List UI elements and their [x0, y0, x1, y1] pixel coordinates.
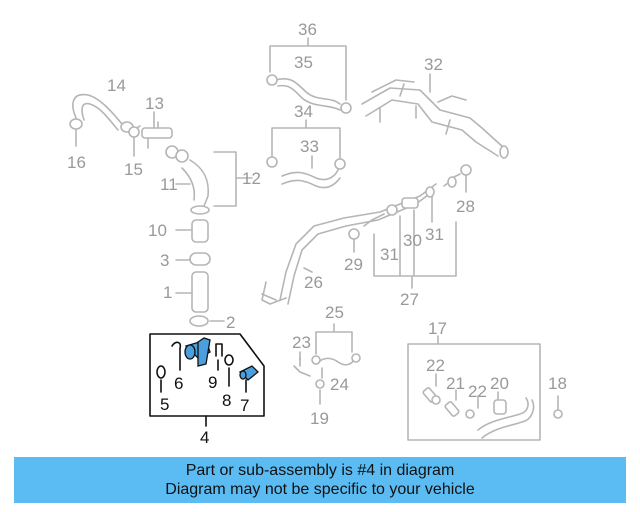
sub-assembly-4-box	[149, 333, 265, 417]
pipe-1-part	[175, 271, 209, 313]
callout-2: 2	[226, 313, 235, 332]
part-5-oring	[156, 365, 166, 379]
callout-7: 7	[240, 396, 249, 415]
callout-26: 26	[304, 273, 323, 292]
banner-line-2: Diagram may not be specific to your vehi…	[165, 481, 475, 498]
pipe-assembly-32-part	[361, 73, 509, 159]
callout-18: 18	[548, 374, 567, 393]
callout-34: 34	[294, 102, 313, 121]
callout-19: 19	[310, 409, 329, 428]
hose-35-part	[266, 74, 352, 114]
callout-23: 23	[292, 333, 311, 352]
callout-5: 5	[160, 395, 169, 414]
callout-22b: 22	[468, 382, 487, 401]
callout-12: 12	[242, 169, 261, 188]
callout-29: 29	[344, 255, 363, 274]
callout-31a: 31	[380, 245, 399, 264]
sub-assembly-17-box	[407, 343, 541, 441]
callout-1: 1	[163, 283, 172, 302]
callout-3: 3	[160, 251, 169, 270]
callout-10: 10	[148, 221, 167, 240]
clamp-29-part	[348, 228, 360, 253]
callout-20: 20	[490, 374, 509, 393]
callout-30: 30	[403, 231, 422, 250]
callout-11: 11	[160, 175, 178, 194]
fitting-10-part	[175, 219, 209, 243]
fitting-13-part	[141, 121, 189, 163]
callout-21: 21	[446, 374, 465, 393]
part-8-washer	[224, 354, 234, 366]
callout-25: 25	[325, 303, 344, 322]
parts-diagram: 14 16 15 13 11 12 10 3 1 2 36 35	[67, 20, 567, 447]
callout-32: 32	[424, 55, 443, 74]
bracket-12	[213, 151, 253, 207]
callout-15: 15	[124, 160, 143, 179]
leader-14-16	[75, 111, 155, 147]
callout-33: 33	[300, 137, 319, 156]
bracket-25	[315, 323, 353, 355]
hose-30-31-part	[363, 186, 435, 227]
callout-4: 4	[200, 428, 209, 447]
callout-22a: 22	[426, 356, 445, 375]
callout-27: 27	[400, 290, 419, 309]
info-banner: Part or sub-assembly is #4 in diagram Di…	[14, 457, 626, 503]
part-9-clip	[215, 343, 223, 357]
bracket-34	[271, 119, 341, 159]
clamp-2-part	[189, 315, 225, 327]
hose-23-24-part	[293, 351, 361, 379]
bracket-27	[373, 195, 457, 289]
callout-8: 8	[222, 391, 231, 410]
hose-14-part	[69, 93, 141, 133]
part-6-hook	[171, 341, 182, 371]
callout-9: 9	[208, 373, 217, 392]
callout-13: 13	[145, 94, 164, 113]
clamp-19-part	[315, 379, 325, 405]
callout-36: 36	[298, 20, 317, 39]
callout-17: 17	[428, 319, 447, 338]
sub-assembly-4-highlight	[149, 333, 265, 427]
callout-35: 35	[294, 53, 313, 72]
sub-assembly-17-parts	[422, 373, 535, 439]
callout-14: 14	[107, 76, 126, 95]
callout-28: 28	[456, 197, 475, 216]
clip-18-part	[553, 395, 563, 419]
ring-3-part	[175, 252, 211, 266]
bracket-36	[269, 37, 347, 101]
hose-11-part	[181, 159, 210, 215]
hose-28-part	[443, 164, 472, 193]
clamp-15-part	[128, 126, 140, 157]
callout-6: 6	[174, 374, 183, 393]
callout-24: 24	[330, 375, 349, 394]
banner-line-1: Part or sub-assembly is #4 in diagram	[185, 462, 455, 479]
hose-33-part	[266, 156, 346, 189]
callout-31b: 31	[425, 225, 444, 244]
callout-16: 16	[67, 153, 86, 172]
